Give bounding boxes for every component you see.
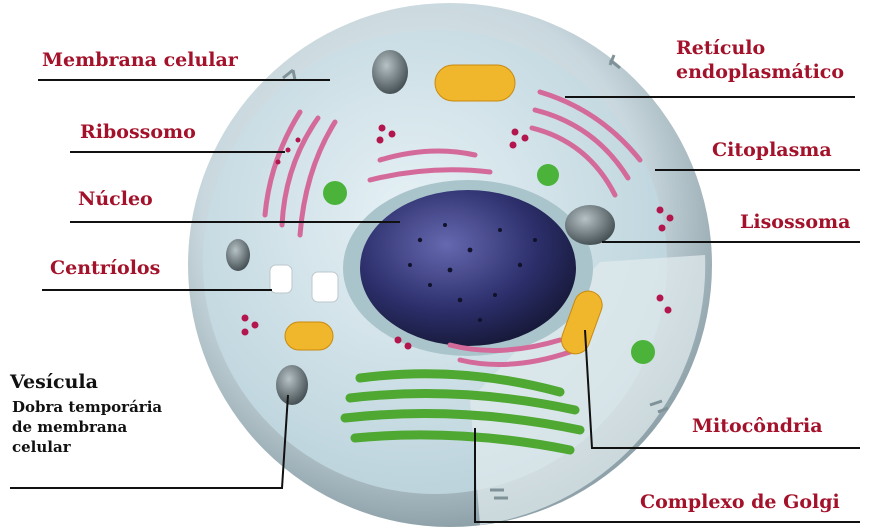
nucleus-body	[360, 190, 576, 346]
label-membrana-celular: Membrana celular	[42, 50, 238, 72]
label-dobra-3: celular	[12, 439, 71, 456]
label-reticulo-1: Retículo	[676, 38, 765, 60]
label-dobra-2: de membrana	[12, 419, 127, 436]
label-nucleo: Núcleo	[78, 189, 153, 211]
label-lisossoma: Lisossoma	[740, 212, 850, 234]
label-reticulo-2: endoplasmático	[676, 62, 844, 84]
label-dobra-1: Dobra temporária	[12, 399, 162, 416]
label-vesicula: Vesícula	[10, 372, 98, 394]
label-ribossomo: Ribossomo	[80, 122, 196, 144]
label-citoplasma: Citoplasma	[712, 140, 832, 162]
label-mitocondria: Mitocôndria	[692, 416, 823, 438]
label-complexo-golgi: Complexo de Golgi	[640, 492, 840, 514]
nucleus	[343, 180, 593, 356]
label-centriolos: Centríolos	[50, 258, 160, 280]
